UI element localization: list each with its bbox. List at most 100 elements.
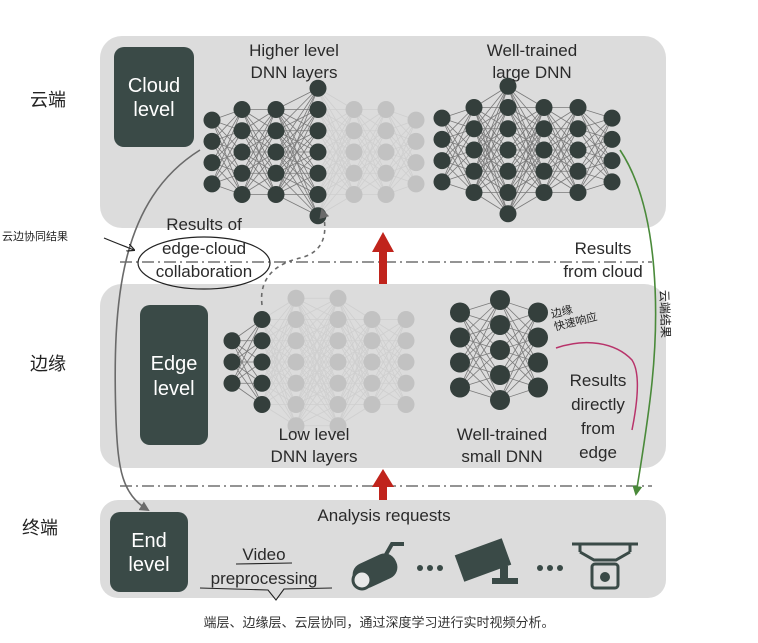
- net-node: [253, 396, 271, 413]
- net-node: [253, 374, 271, 392]
- net-node: [309, 101, 327, 118]
- net-node: [569, 120, 587, 138]
- net-edge: [459, 299, 501, 363]
- net-edge: [371, 319, 407, 405]
- camera-icon: [351, 542, 404, 591]
- net-edge: [275, 88, 319, 153]
- net-node: [267, 186, 285, 203]
- net-node: [287, 353, 305, 371]
- large-dnn-label-2: large DNN: [492, 63, 571, 82]
- net-node: [377, 122, 395, 140]
- annotation-collab-result: 云边协同结果: [2, 229, 68, 243]
- net-node: [450, 302, 470, 323]
- net-edge: [473, 149, 509, 193]
- net-edge: [241, 109, 277, 195]
- small-dnn-label-2: small DNN: [461, 447, 542, 466]
- net-node: [329, 311, 347, 328]
- net-edge: [231, 340, 263, 384]
- net-node: [569, 184, 587, 201]
- net-node: [450, 377, 470, 398]
- net-node: [407, 175, 425, 193]
- net-node: [407, 132, 425, 150]
- video-label: Video: [242, 545, 285, 564]
- net-node: [465, 99, 483, 116]
- net-node: [363, 374, 381, 392]
- net-edge: [371, 361, 407, 405]
- net-node: [287, 374, 305, 392]
- net-node: [535, 162, 553, 180]
- annotation-end-side: 终端: [22, 518, 58, 539]
- net-node: [287, 396, 305, 413]
- net-node: [233, 122, 251, 140]
- net-edge: [441, 107, 475, 183]
- net-edge: [385, 141, 417, 195]
- net-node: [499, 162, 517, 180]
- net-edge: [275, 109, 319, 195]
- net-edge: [317, 130, 355, 216]
- net-edge: [317, 109, 355, 174]
- net-edge: [337, 319, 373, 384]
- net-node: [203, 175, 221, 193]
- net-edge: [211, 130, 243, 185]
- net-node: [499, 205, 517, 223]
- net-edge: [295, 340, 339, 426]
- net-edge: [371, 319, 407, 363]
- net-node: [397, 396, 415, 413]
- net-node: [535, 184, 553, 201]
- net-edge: [337, 340, 373, 426]
- red-arrow-edge-to-cloud: [372, 232, 394, 284]
- direct-edge-label-1: Results: [570, 371, 627, 390]
- net-edge: [371, 340, 407, 405]
- net-edge: [317, 109, 355, 195]
- net-node: [223, 332, 241, 350]
- annotation-cloud-result: 云端结果: [657, 290, 673, 338]
- net-edge: [337, 319, 373, 405]
- net-node: [309, 186, 327, 203]
- preprocessing-underline: [199, 562, 333, 601]
- net-node: [407, 111, 425, 129]
- collab-hand-arrow: [103, 237, 134, 250]
- small-dnn-label-1: Well-trained: [457, 425, 547, 444]
- net-node: [535, 141, 553, 159]
- end-panel: [100, 500, 666, 598]
- cloud-large-dnn: [433, 77, 621, 223]
- net-node: [309, 79, 327, 97]
- net-edge: [261, 298, 297, 363]
- edge-cloud-label: edge-cloud: [162, 239, 246, 258]
- net-edge: [473, 107, 509, 193]
- net-edge: [507, 107, 545, 193]
- net-edge: [275, 88, 319, 174]
- net-node: [397, 374, 415, 392]
- net-edge: [459, 299, 501, 388]
- net-node: [287, 289, 305, 307]
- collaboration-label: collaboration: [156, 262, 252, 281]
- edge-low-dnn: [223, 289, 415, 435]
- net-edge: [371, 319, 407, 384]
- net-node: [603, 152, 621, 170]
- net-node: [329, 289, 347, 307]
- net-edge: [499, 312, 539, 401]
- net-edge: [295, 361, 339, 426]
- net-node: [223, 353, 241, 371]
- edge-small-dnn: [450, 290, 548, 410]
- net-edge: [295, 297, 339, 342]
- net-node: [490, 340, 510, 360]
- net-edge: [353, 109, 387, 174]
- low-level-label-1: Low level: [279, 425, 350, 444]
- net-node: [490, 390, 510, 410]
- net-node: [528, 302, 548, 323]
- net-node: [397, 332, 415, 350]
- cloud-level-box: [114, 47, 194, 147]
- figure-caption: 端层、边缘层、云层协同，通过深度学习进行实时视频分析。: [203, 616, 555, 631]
- end-level-box: [110, 512, 188, 592]
- results-from-cloud-label-1: Results: [575, 239, 632, 258]
- net-node: [253, 332, 271, 350]
- net-node: [267, 122, 285, 140]
- net-node: [377, 101, 395, 118]
- net-node: [345, 164, 363, 182]
- net-edge: [353, 109, 387, 195]
- cloud-level-title-2: level: [133, 99, 174, 121]
- higher-level-label-1: Higher level: [249, 41, 339, 60]
- net-edge: [385, 119, 417, 174]
- net-node: [569, 99, 587, 116]
